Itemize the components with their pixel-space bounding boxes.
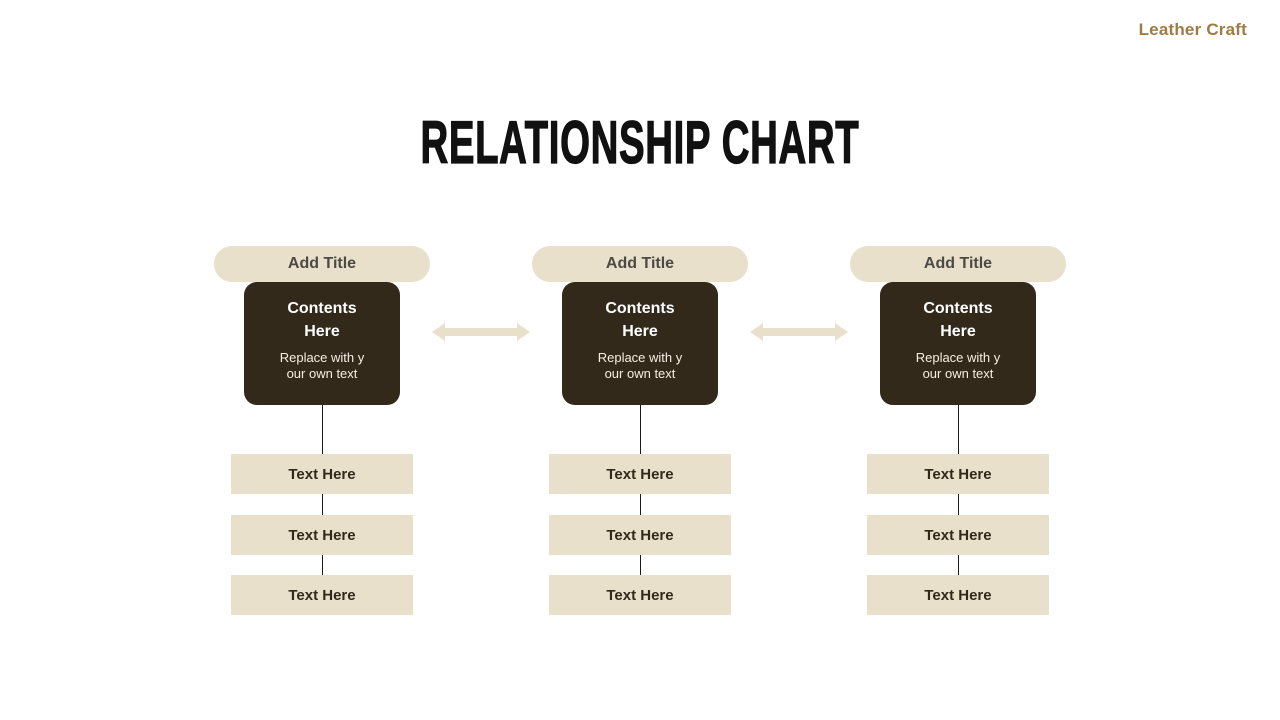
text-here-box[interactable]: Text Here — [549, 515, 731, 555]
double-arrow-icon — [432, 323, 530, 341]
connector-line — [957, 405, 959, 454]
page-title: RELATIONSHIP CHART — [0, 109, 1280, 176]
add-title-label: Add Title — [287, 255, 357, 272]
text-here-label: Text Here — [924, 586, 992, 604]
add-title-placeholder[interactable]: Add Title — [532, 246, 748, 282]
text-here-label: Text Here — [288, 526, 356, 544]
text-here-label: Text Here — [924, 465, 992, 483]
text-here-box[interactable]: Text Here — [867, 515, 1049, 555]
text-here-box[interactable]: Text Here — [231, 454, 413, 494]
contents-body: Replace with y our own text — [880, 350, 1036, 382]
add-title-placeholder[interactable]: Add Title — [850, 246, 1066, 282]
text-here-label: Text Here — [606, 526, 674, 544]
text-here-box[interactable]: Text Here — [231, 575, 413, 615]
text-here-label: Text Here — [288, 586, 356, 604]
contents-heading-line: Here — [940, 323, 976, 340]
connector-line — [321, 405, 323, 454]
contents-body-line: Replace with y — [915, 350, 1001, 365]
arrow-head-right — [835, 323, 848, 341]
contents-heading-line: Here — [622, 323, 658, 340]
arrow-head-left — [432, 323, 445, 341]
connector-line — [639, 555, 641, 575]
text-here-box[interactable]: Text Here — [867, 454, 1049, 494]
text-here-box[interactable]: Text Here — [867, 575, 1049, 615]
add-title-placeholder[interactable]: Add Title — [214, 246, 430, 282]
text-here-box[interactable]: Text Here — [231, 515, 413, 555]
text-here-label: Text Here — [606, 586, 674, 604]
connector-line — [321, 555, 323, 575]
contents-body-line: Replace with y — [597, 350, 683, 365]
contents-body: Replace with y our own text — [562, 350, 718, 382]
contents-heading-line: Contents — [605, 300, 675, 317]
contents-heading-line: Contents — [923, 300, 993, 317]
add-title-label: Add Title — [605, 255, 675, 272]
contents-body-line: our own text — [286, 366, 358, 381]
double-arrow-icon — [750, 323, 848, 341]
contents-heading: Contents Here — [244, 297, 400, 343]
contents-heading-line: Here — [304, 323, 340, 340]
contents-heading: Contents Here — [880, 297, 1036, 343]
arrow-shaft — [445, 328, 517, 336]
contents-box[interactable]: Contents Here Replace with y our own tex… — [562, 282, 718, 405]
contents-body-line: Replace with y — [279, 350, 365, 365]
text-here-label: Text Here — [924, 526, 992, 544]
contents-box[interactable]: Contents Here Replace with y our own tex… — [880, 282, 1036, 405]
relationship-column-3: Add Title Contents Here Replace with y o… — [850, 246, 1066, 615]
text-here-label: Text Here — [288, 465, 356, 483]
contents-heading-line: Contents — [287, 300, 357, 317]
arrow-head-right — [517, 323, 530, 341]
connector-line — [639, 405, 641, 454]
contents-body: Replace with y our own text — [244, 350, 400, 382]
contents-box[interactable]: Contents Here Replace with y our own tex… — [244, 282, 400, 405]
arrow-head-left — [750, 323, 763, 341]
relationship-column-2: Add Title Contents Here Replace with y o… — [532, 246, 748, 615]
text-here-box[interactable]: Text Here — [549, 454, 731, 494]
connector-line — [957, 494, 959, 515]
page-title-text: RELATIONSHIP CHART — [420, 109, 860, 176]
text-here-label: Text Here — [606, 465, 674, 483]
arrow-shaft — [763, 328, 835, 336]
contents-body-line: our own text — [922, 366, 994, 381]
relationship-column-1: Add Title Contents Here Replace with y o… — [214, 246, 430, 615]
text-here-box[interactable]: Text Here — [549, 575, 731, 615]
brand-logo-text: Leather Craft — [1138, 20, 1247, 39]
connector-line — [639, 494, 641, 515]
contents-heading: Contents Here — [562, 297, 718, 343]
connector-line — [321, 494, 323, 515]
connector-line — [957, 555, 959, 575]
add-title-label: Add Title — [923, 255, 993, 272]
contents-body-line: our own text — [604, 366, 676, 381]
